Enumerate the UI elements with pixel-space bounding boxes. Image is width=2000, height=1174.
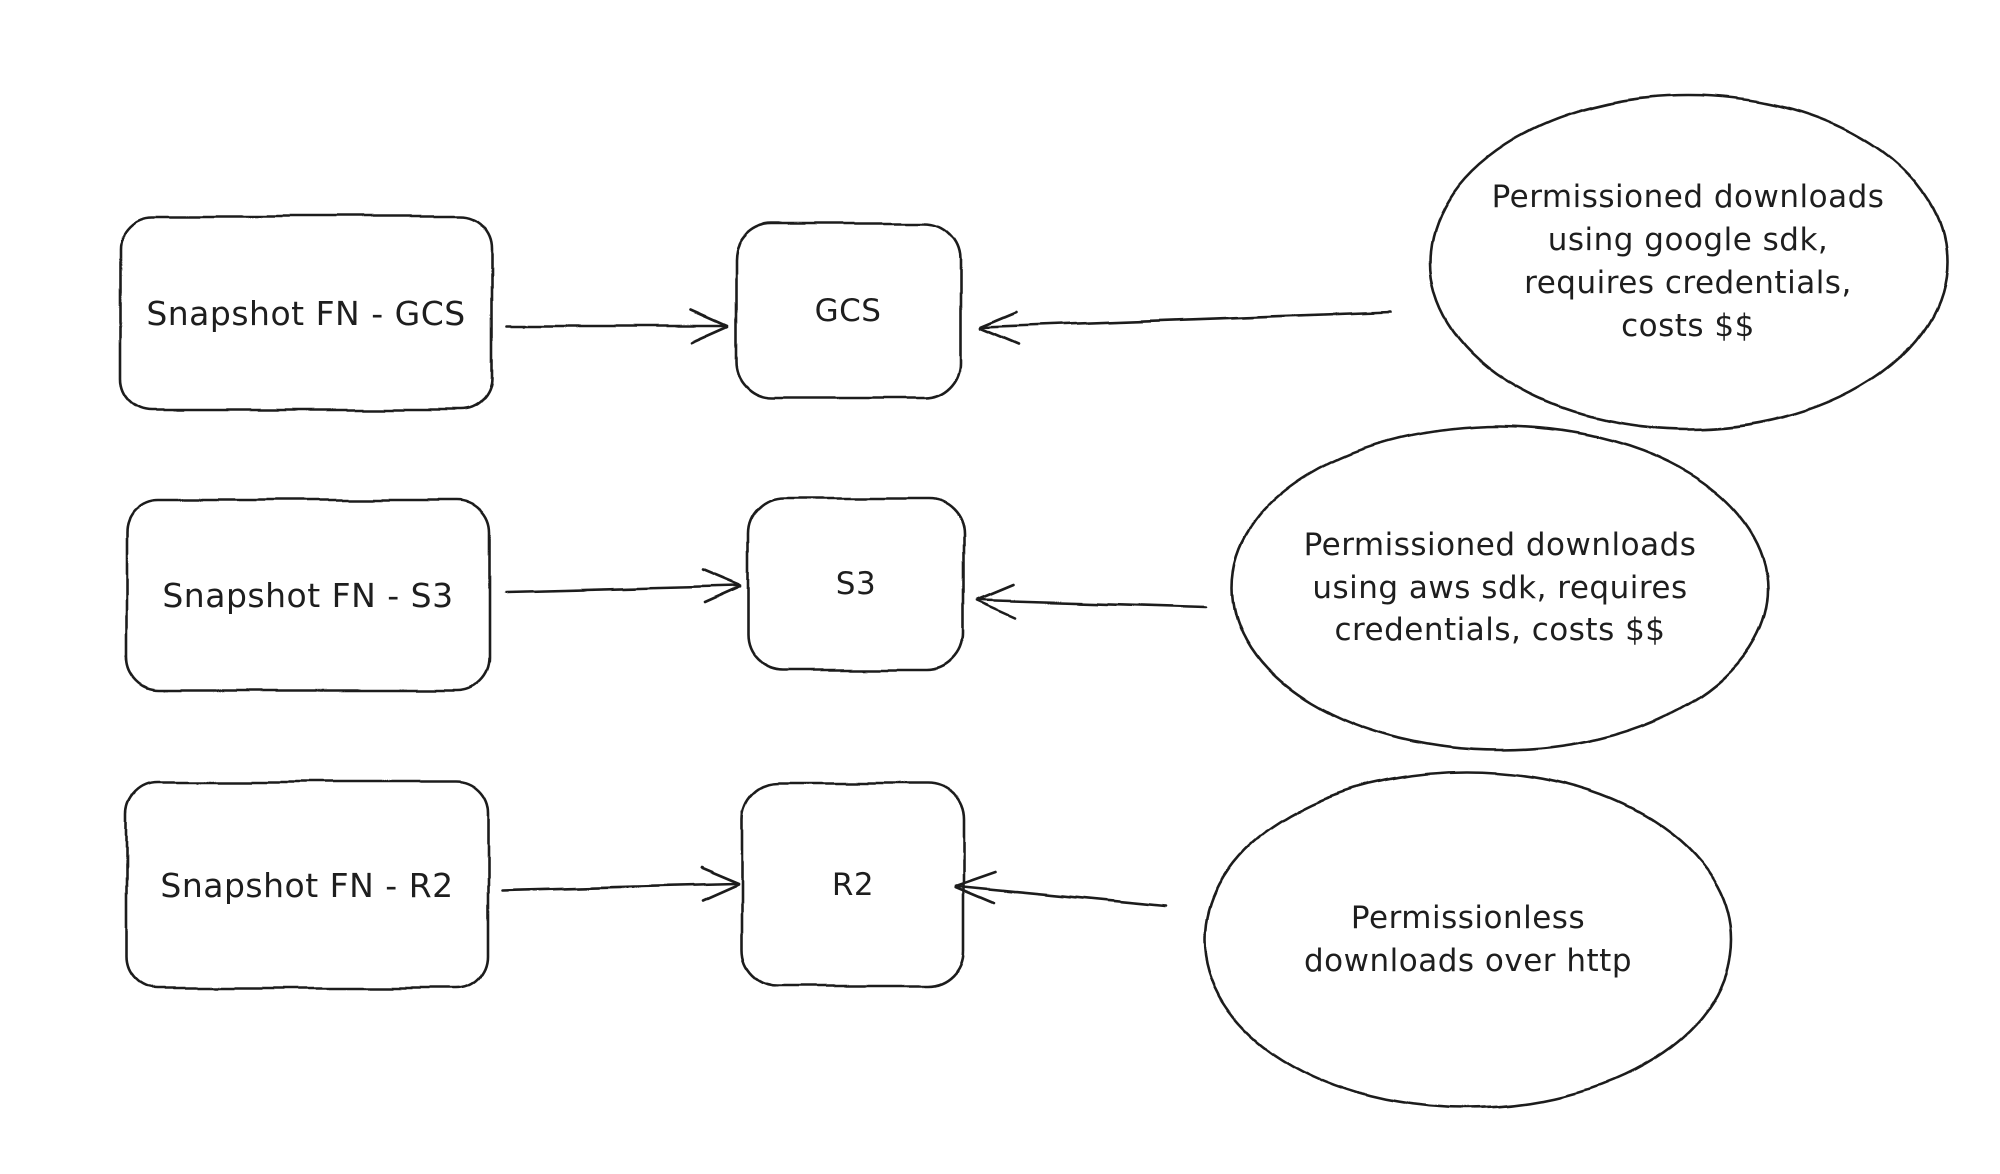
arrow-snapshot-to-gcs (506, 310, 728, 343)
target-node-label-gcs: GCS (814, 293, 882, 329)
note-label-s3: Permissioned downloads using aws sdk, re… (1303, 526, 1697, 649)
target-node-s3 (748, 498, 964, 670)
target-node-label-r2: R2 (831, 867, 875, 903)
note-label-r2: Permissionless downloads over http (1303, 900, 1633, 979)
note-ellipse-gcs (1430, 95, 1946, 429)
target-node-gcs (736, 224, 960, 398)
arrow-snapshot-to-s3 (506, 570, 740, 603)
arrow-note-to-r2 (956, 872, 1166, 906)
note-ellipse-r2 (1204, 772, 1732, 1108)
source-node-r2 (126, 782, 488, 988)
arrow-note-to-gcs (980, 312, 1392, 344)
source-node-label-r2: Snapshot FN - R2 (160, 865, 454, 905)
note-ellipse-s3 (1232, 426, 1768, 750)
source-node-label-gcs: Snapshot FN - GCS (146, 293, 466, 333)
note-label-gcs: Permissioned downloads using google sdk,… (1491, 179, 1885, 344)
target-node-r2 (742, 784, 964, 986)
target-node-label-s3: S3 (835, 566, 877, 602)
arrow-snapshot-to-r2 (502, 868, 738, 901)
source-node-label-s3: Snapshot FN - S3 (162, 575, 454, 615)
arrow-note-to-s3 (978, 585, 1206, 618)
source-node-s3 (126, 500, 490, 690)
source-node-gcs (120, 216, 492, 410)
